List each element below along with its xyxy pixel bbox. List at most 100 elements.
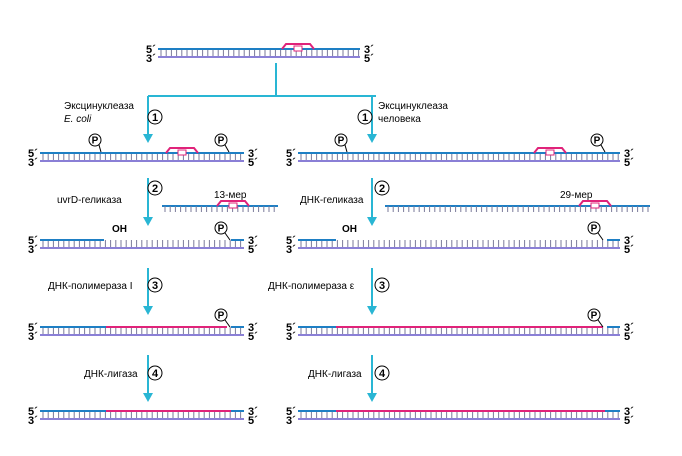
five-prime-label: 5´ bbox=[28, 322, 38, 334]
left-helicase-label: uvrD-геликаза bbox=[57, 195, 122, 206]
arrow-left-step-2 bbox=[143, 178, 153, 226]
phosphate-symbol: P bbox=[218, 224, 225, 235]
left-fragment-label: 13-мер bbox=[214, 190, 247, 201]
step-2-left-badge: 2 bbox=[147, 180, 163, 196]
phosphate-symbol: P bbox=[338, 136, 345, 147]
five-prime-label: 5´ bbox=[146, 44, 156, 56]
step-number: 2 bbox=[152, 183, 158, 195]
step-3-left-badge: 3 bbox=[147, 277, 163, 293]
phosphate-marker: P bbox=[334, 133, 348, 153]
step-4-left-badge: 4 bbox=[147, 365, 163, 381]
step-number: 4 bbox=[379, 368, 386, 380]
hydroxyl-marker: OH bbox=[342, 224, 357, 235]
phosphate-marker: P bbox=[590, 133, 606, 153]
step-number: 2 bbox=[379, 183, 385, 195]
step-number: 3 bbox=[152, 280, 158, 292]
five-prime-label: 5´ bbox=[624, 157, 634, 169]
three-prime-label: 3´ bbox=[624, 406, 634, 418]
phosphate-symbol: P bbox=[218, 311, 225, 322]
phosphate-marker: P bbox=[587, 221, 604, 241]
pathway-split-connector bbox=[148, 63, 376, 97]
step-number: 1 bbox=[152, 112, 158, 124]
three-prime-label: 3´ bbox=[286, 331, 296, 343]
step-number: 4 bbox=[152, 368, 159, 380]
original-damaged-dna: 5´3´3´5´ bbox=[146, 43, 374, 65]
five-prime-label: 5´ bbox=[28, 406, 38, 418]
three-prime-label: 3´ bbox=[248, 322, 258, 334]
left-repaired-dna: 5´3´3´5´ bbox=[28, 406, 258, 427]
five-prime-label: 5´ bbox=[286, 148, 296, 160]
three-prime-label: 3´ bbox=[364, 44, 374, 56]
five-prime-label: 5´ bbox=[248, 157, 258, 169]
five-prime-label: 5´ bbox=[28, 235, 38, 247]
left-excised-13mer bbox=[162, 200, 278, 212]
arrow-right-step-2 bbox=[367, 178, 377, 226]
step-4-right-badge: 4 bbox=[374, 365, 390, 381]
phosphate-marker: P bbox=[214, 221, 231, 241]
phosphate-symbol: P bbox=[218, 136, 225, 147]
step-number: 1 bbox=[362, 112, 368, 124]
phosphate-symbol: P bbox=[594, 136, 601, 147]
three-prime-label: 3´ bbox=[248, 406, 258, 418]
left-filled-dna: 5´3´3´5´P bbox=[28, 308, 258, 343]
three-prime-label: 3´ bbox=[28, 331, 38, 343]
left-excinuclease-label: Эксцинуклеаза bbox=[64, 101, 134, 112]
phosphate-marker: P bbox=[88, 133, 102, 153]
phosphate-symbol: P bbox=[591, 224, 598, 235]
left-ligase-label: ДНК-лигаза bbox=[84, 369, 138, 380]
five-prime-label: 5´ bbox=[248, 331, 258, 343]
step-3-right-badge: 3 bbox=[374, 277, 390, 293]
phosphate-symbol: P bbox=[92, 136, 99, 147]
three-prime-label: 3´ bbox=[624, 148, 634, 160]
arrow-right-step-4 bbox=[367, 355, 377, 402]
three-prime-label: 3´ bbox=[624, 235, 634, 247]
five-prime-label: 5´ bbox=[624, 415, 634, 427]
step-1-left-badge: 1 bbox=[147, 109, 163, 125]
five-prime-label: 5´ bbox=[286, 235, 296, 247]
five-prime-label: 5´ bbox=[624, 331, 634, 343]
right-helicase-label: ДНК-геликаза bbox=[300, 195, 364, 206]
right-excinuclease-label: Эксцинуклеаза bbox=[378, 101, 448, 112]
five-prime-label: 5´ bbox=[248, 415, 258, 427]
right-repaired-dna: 5´3´3´5´ bbox=[286, 406, 634, 427]
left-organism-label: E. coli bbox=[64, 114, 92, 125]
flow-arrows bbox=[143, 96, 377, 402]
five-prime-label: 5´ bbox=[624, 244, 634, 256]
three-prime-label: 3´ bbox=[28, 415, 38, 427]
right-gapped-dna: 5´3´3´5´POH bbox=[286, 221, 634, 256]
three-prime-label: 3´ bbox=[286, 157, 296, 169]
three-prime-label: 3´ bbox=[248, 148, 258, 160]
five-prime-label: 5´ bbox=[286, 322, 296, 334]
three-prime-label: 3´ bbox=[286, 415, 296, 427]
step-2-right-badge: 2 bbox=[374, 180, 390, 196]
three-prime-label: 3´ bbox=[286, 244, 296, 256]
three-prime-label: 3´ bbox=[248, 235, 258, 247]
right-fragment-label: 29-мер bbox=[560, 190, 593, 201]
phosphate-marker: P bbox=[587, 308, 604, 328]
left-polymerase-label: ДНК-полимераза I bbox=[48, 281, 132, 292]
phosphate-symbol: P bbox=[591, 311, 598, 322]
right-excised-29mer bbox=[385, 200, 650, 212]
three-prime-label: 3´ bbox=[146, 53, 156, 65]
hydroxyl-marker: OH bbox=[112, 224, 127, 235]
five-prime-label: 5´ bbox=[28, 148, 38, 160]
right-polymerase-label: ДНК-полимераза ε bbox=[268, 281, 355, 292]
three-prime-label: 3´ bbox=[28, 244, 38, 256]
right-ligase-label: ДНК-лигаза bbox=[308, 369, 362, 380]
three-prime-label: 3´ bbox=[28, 157, 38, 169]
right-filled-dna: 5´3´3´5´P bbox=[286, 308, 634, 343]
right-organism-label: человека bbox=[378, 114, 421, 125]
phosphate-marker: P bbox=[214, 308, 231, 328]
phosphate-marker: P bbox=[214, 133, 230, 153]
arrow-right-step-3 bbox=[367, 268, 377, 315]
five-prime-label: 5´ bbox=[286, 406, 296, 418]
left-gapped-dna: 5´3´3´5´POH bbox=[28, 221, 258, 256]
five-prime-label: 5´ bbox=[364, 53, 374, 65]
step-1-right-badge: 1 bbox=[357, 109, 373, 125]
step-number: 3 bbox=[379, 280, 385, 292]
five-prime-label: 5´ bbox=[248, 244, 258, 256]
